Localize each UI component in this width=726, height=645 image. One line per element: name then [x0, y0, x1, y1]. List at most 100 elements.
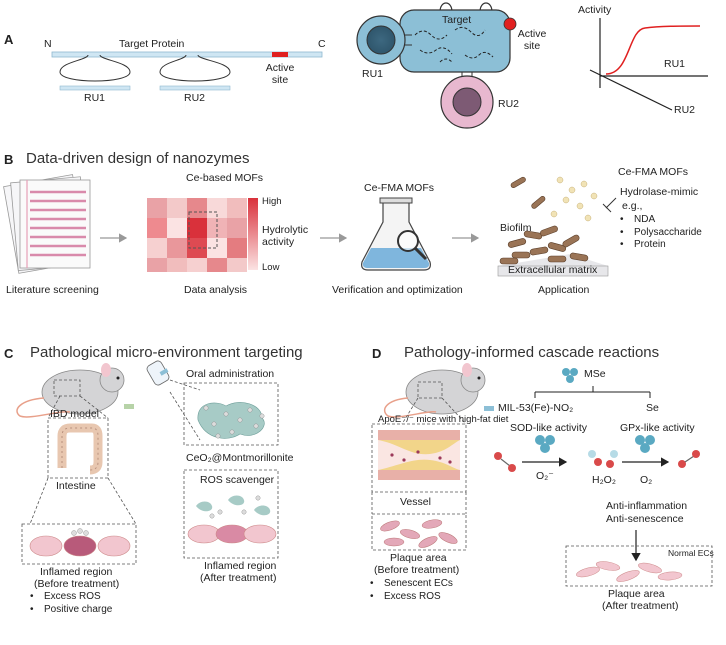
- app-mofs-label: Ce-FMA MOFs: [618, 166, 688, 178]
- step-literature: Literature screening: [6, 284, 99, 296]
- superoxide-label: O₂⁻: [536, 470, 554, 482]
- target-protein-label: Target Protein: [119, 38, 185, 50]
- inflamed-cells-before: [29, 528, 131, 557]
- normal-ec-cells: [576, 561, 683, 582]
- substrate-item: Polysaccharide: [620, 227, 702, 240]
- eg-label: e.g.,: [622, 200, 643, 212]
- graph-ru2-label: RU2: [674, 104, 696, 116]
- biofilm-illustration: [497, 176, 617, 277]
- montmorillonite-particles: [197, 402, 265, 439]
- target-3d-label: Target: [442, 14, 472, 26]
- plaque-before-label: Plaque area: [390, 552, 447, 564]
- inflamed-after-sub: (After treatment): [200, 572, 277, 584]
- intestine-label: Intestine: [56, 480, 96, 492]
- oral-admin-label: Oral administration: [186, 368, 275, 380]
- apoe-mouse: [383, 363, 494, 418]
- vessel-inset-box: [371, 423, 467, 493]
- gpx-catalyst-icon: [635, 435, 655, 453]
- plaque-after-label: Plaque area: [608, 588, 665, 600]
- ce-based-mofs-label: Ce-based MOFs: [186, 172, 264, 184]
- heatmap: [147, 198, 258, 272]
- vessel-illustration: [378, 430, 460, 480]
- panel-b-letter: B: [4, 152, 14, 167]
- bullet-item: Excess ROS: [370, 591, 453, 604]
- ros-inset-box: [183, 469, 279, 559]
- active-site-label: Active site: [265, 62, 295, 86]
- inflamed-after-label: Inflamed region: [204, 560, 277, 572]
- hydrolytic-label: Hydrolytic: [262, 224, 309, 236]
- ros-scavenger-label: ROS scavenger: [200, 474, 275, 486]
- flask-mofs-label: Ce-FMA MOFs: [364, 182, 434, 194]
- mse-label: MSe: [584, 368, 606, 380]
- senescent-cells: [380, 519, 458, 548]
- ru1-3d-label: RU1: [362, 68, 384, 80]
- oral-inset-box: [183, 382, 279, 446]
- plaque-bullets: Senescent ECs Excess ROS: [370, 578, 453, 603]
- c-terminus-label: C: [318, 38, 326, 50]
- hydrolase-label: Hydrolase-mimic: [620, 186, 699, 198]
- gpx-activity-label: GPx-like activity: [620, 422, 695, 434]
- apoe-label: ApoE⁻/⁻ mice with high-fat diet: [378, 414, 509, 425]
- mil-label: MIL-53(Fe)-NO₂: [498, 402, 574, 414]
- sod-catalyst-icon: [535, 435, 555, 453]
- inflamed-before-label: Inflamed region: [40, 566, 113, 578]
- inflamed-before-sub: (Before treatment): [34, 578, 120, 590]
- bullet-item: Excess ROS: [30, 591, 112, 604]
- panel-b-title: Data-driven design of nanozymes: [26, 150, 250, 167]
- o2-label: O₂: [640, 474, 653, 486]
- sod-activity-label: SOD-like activity: [510, 422, 588, 434]
- step-data-analysis: Data analysis: [184, 284, 248, 296]
- activity-label: activity: [262, 236, 295, 248]
- capsule-dropper: [146, 360, 170, 386]
- target-3d-model: [356, 2, 517, 129]
- se-label: Se: [646, 402, 659, 414]
- plaque-before-box: [371, 513, 467, 551]
- intestine-illustration: [57, 423, 103, 475]
- ecm-label: Extracellular matrix: [508, 264, 598, 276]
- intestine-inset-box: [47, 417, 109, 479]
- substrate-list: NDA Polysaccharide Protein: [620, 214, 702, 252]
- vessel-label: Vessel: [400, 496, 431, 508]
- activity-graph: [589, 18, 708, 111]
- active-site-3d-label: Active site: [517, 28, 547, 52]
- graph-activity-label: Activity: [578, 4, 612, 16]
- graph-ru1-label: RU1: [664, 58, 686, 70]
- ceo2-label: CeO₂@Montmorillonite: [186, 452, 294, 464]
- heat-low-label: Low: [262, 262, 280, 273]
- inflamed-bullets: Excess ROS Positive charge: [30, 591, 112, 616]
- panel-d-title: Pathology-informed cascade reactions: [404, 344, 660, 361]
- h2o2-label: H₂O₂: [592, 474, 616, 486]
- h2o2-molecule-icon: [588, 450, 618, 468]
- n-terminus-label: N: [44, 38, 52, 50]
- plaque-after-box: [565, 545, 713, 587]
- panel-c-title: Pathological micro-environment targeting: [30, 344, 303, 361]
- step-verification: Verification and optimization: [332, 284, 463, 296]
- bullet-item: Positive charge: [30, 604, 112, 617]
- ibd-mouse: [16, 363, 134, 418]
- superoxide-molecule-icon: [494, 452, 516, 472]
- ibd-model-label: IBD model: [50, 408, 100, 420]
- literature-stack: [3, 174, 91, 274]
- biofilm-label: Biofilm: [500, 222, 532, 234]
- ru2-3d-label: RU2: [498, 98, 520, 110]
- anti-senescence-label: Anti-senescence: [606, 513, 684, 525]
- active-site-marker: [272, 52, 288, 57]
- mse-molecule-icon: [562, 368, 578, 383]
- protein-linear-schematic: [51, 51, 323, 91]
- panel-c-letter: C: [4, 346, 14, 361]
- ru1-label: RU1: [84, 92, 106, 104]
- ros-scavenger-illustration: [187, 495, 277, 544]
- panel-a-letter: A: [4, 32, 14, 47]
- heat-high-label: High: [262, 196, 282, 207]
- normal-ecs-label: Normal ECs: [668, 548, 714, 558]
- ru2-label: RU2: [184, 92, 206, 104]
- panel-d-letter: D: [372, 346, 382, 361]
- bullet-item: Senescent ECs: [370, 578, 453, 591]
- flask-illustration: [361, 197, 431, 271]
- o2-molecule-icon: [678, 450, 700, 468]
- substrate-item: NDA: [620, 214, 702, 227]
- plaque-after-sub: (After treatment): [602, 600, 679, 612]
- substrate-item: Protein: [620, 239, 702, 252]
- step-application: Application: [538, 284, 590, 296]
